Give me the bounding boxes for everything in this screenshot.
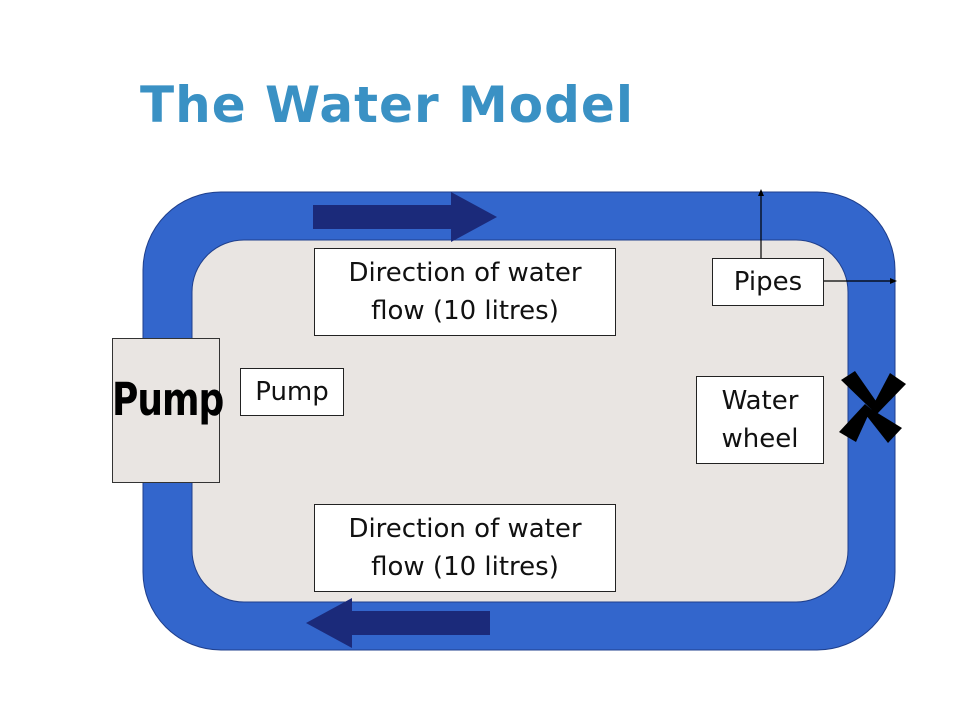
page-title: The Water Model [140,76,634,134]
water-wheel-label: Water wheel [696,376,824,464]
arrow-right-small-icon [890,278,897,284]
pump-label: Pump [240,368,344,416]
pipes-label: Pipes [712,258,824,306]
arrow-right-icon [313,192,497,242]
pump-label-text: Pump [255,377,329,407]
flow-direction-label-bottom: Direction of water flow (10 litres) [314,504,616,592]
pump-block-label: Pump [112,374,224,427]
water-wheel-label-text: Water wheel [721,386,799,454]
arrow-left-icon [306,598,490,648]
pump-block [112,338,220,483]
flow-direction-label-top: Direction of water flow (10 litres) [314,248,616,336]
pipes-label-text: Pipes [733,267,803,297]
water-wheel-icon [839,371,906,443]
flow-direction-text-bottom: Direction of water flow (10 litres) [348,514,582,582]
flow-direction-text-top: Direction of water flow (10 litres) [348,258,582,326]
arrow-up-icon [758,189,764,196]
